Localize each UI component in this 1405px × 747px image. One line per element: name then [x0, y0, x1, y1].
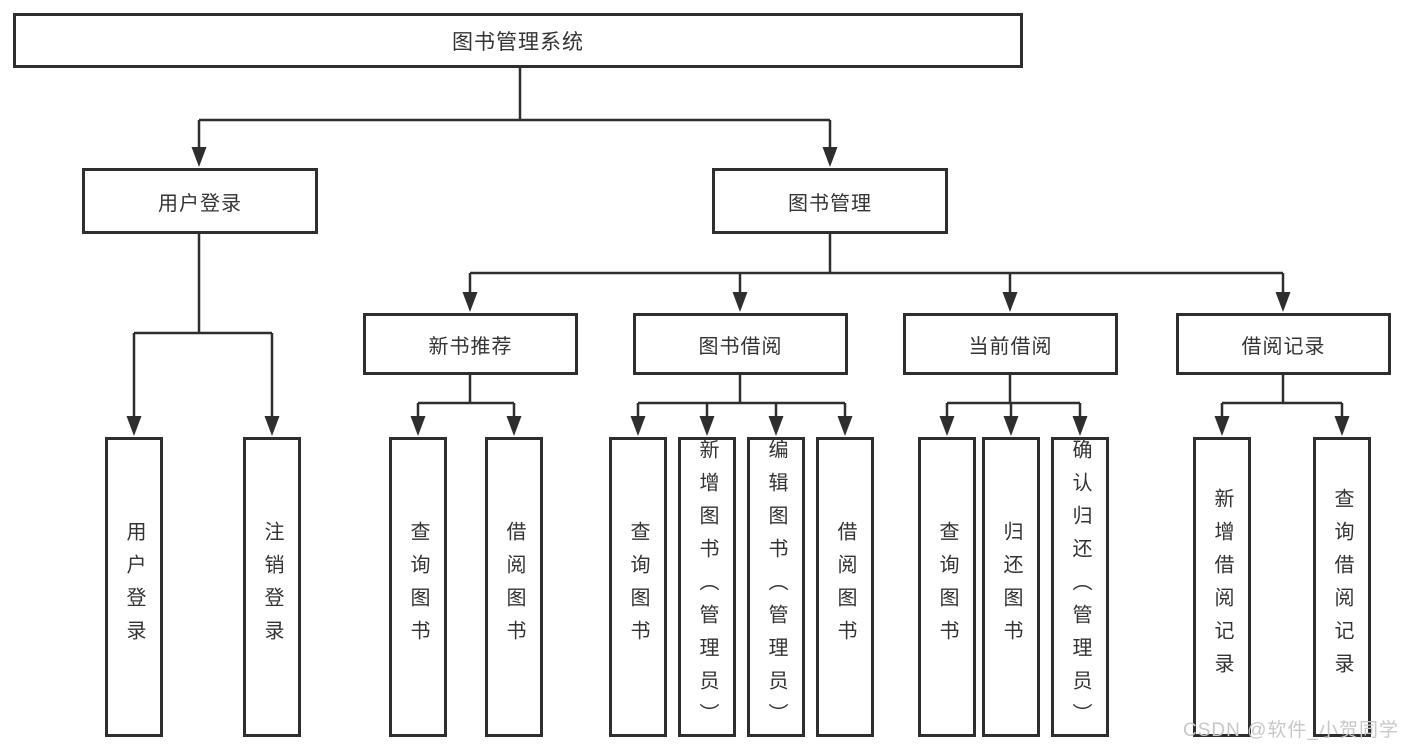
node-book-borrowing-label: 图书借阅	[698, 335, 783, 358]
csdn-watermark: CSDN @软件_小贺同学	[1183, 720, 1399, 741]
node-book-management: 图书管理	[712, 168, 948, 234]
node-book-management-label: 图书管理	[788, 192, 872, 215]
leaf-add-book-admin: 新增图书（管理员）	[678, 437, 736, 737]
leaf-edit-book-admin-label: 编辑图书（管理员）	[765, 438, 787, 736]
leaf-borrow-books-borrowing-label: 借阅图书	[834, 521, 856, 653]
leaf-borrow-books-recommend-label: 借阅图书	[503, 521, 525, 653]
leaf-user-login-label: 用户登录	[123, 521, 145, 653]
node-new-book-recommendation-label: 新书推荐	[428, 335, 513, 358]
node-borrowing-records-label: 借阅记录	[1241, 335, 1326, 358]
node-user-login: 用户登录	[82, 168, 318, 234]
leaf-query-books-recommend: 查询图书	[389, 437, 447, 737]
node-library-system-label: 图书管理系统	[452, 30, 584, 54]
leaf-borrow-books-recommend: 借阅图书	[485, 437, 543, 737]
leaf-add-borrow-record: 新增借阅记录	[1193, 437, 1251, 737]
node-new-book-recommendation: 新书推荐	[363, 313, 578, 375]
node-current-borrowing-label: 当前借阅	[968, 335, 1053, 358]
leaf-add-borrow-record-label: 新增借阅记录	[1211, 488, 1233, 686]
leaf-add-book-admin-label: 新增图书（管理员）	[696, 438, 718, 736]
leaf-confirm-return-admin-label: 确认归还（管理员）	[1069, 438, 1091, 736]
leaf-query-borrow-record-label: 查询借阅记录	[1331, 488, 1353, 686]
leaf-logout-label: 注销登录	[261, 521, 283, 653]
leaf-query-books-recommend-label: 查询图书	[407, 521, 429, 653]
leaf-query-borrow-record: 查询借阅记录	[1313, 437, 1371, 737]
leaf-return-book: 归还图书	[982, 437, 1040, 737]
leaf-logout: 注销登录	[243, 437, 301, 737]
node-book-borrowing: 图书借阅	[633, 313, 848, 375]
node-current-borrowing: 当前借阅	[903, 313, 1118, 375]
leaf-query-books-current: 查询图书	[918, 437, 976, 737]
leaf-borrow-books-borrowing: 借阅图书	[816, 437, 874, 737]
node-borrowing-records: 借阅记录	[1176, 313, 1391, 375]
leaf-query-books-borrowing-label: 查询图书	[627, 521, 649, 653]
leaf-user-login: 用户登录	[105, 437, 163, 737]
leaf-edit-book-admin: 编辑图书（管理员）	[747, 437, 805, 737]
connector-userlogin-to-leaves	[132, 234, 274, 418]
connector-level3-to-leaves	[416, 375, 1344, 418]
leaf-query-books-borrowing: 查询图书	[609, 437, 667, 737]
connector-bookmanagement-to-level3	[468, 232, 1285, 294]
node-user-login-label: 用户登录	[158, 192, 242, 215]
leaf-return-book-label: 归还图书	[1000, 521, 1022, 653]
connector-root-to-level2	[197, 68, 832, 149]
leaf-confirm-return-admin: 确认归还（管理员）	[1051, 437, 1109, 737]
node-library-system: 图书管理系统	[13, 13, 1023, 68]
leaf-query-books-current-label: 查询图书	[936, 521, 958, 653]
